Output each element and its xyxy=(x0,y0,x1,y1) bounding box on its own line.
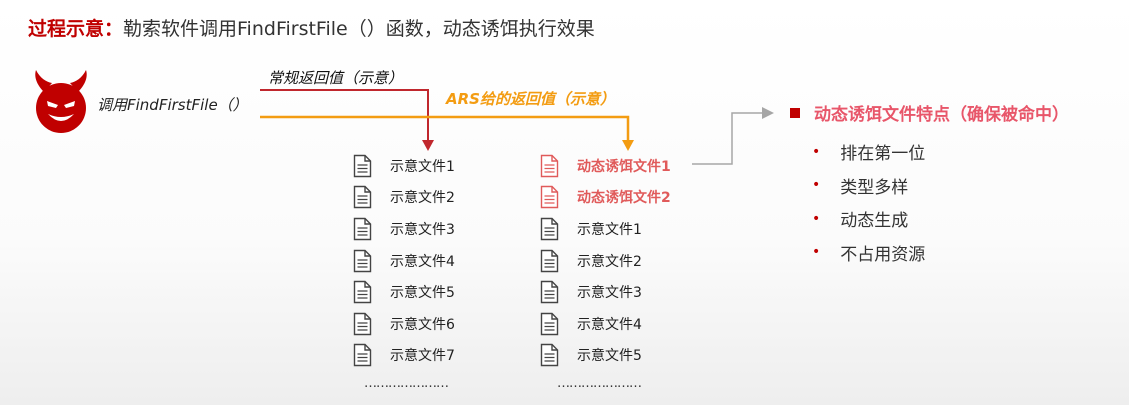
document-icon xyxy=(353,217,372,241)
bullet-icon: • xyxy=(812,177,821,194)
file-name: 示意文件3 xyxy=(577,285,642,302)
document-icon xyxy=(353,249,372,272)
feature-item-text: 不占用资源 xyxy=(840,244,926,265)
file-name: 示意文件5 xyxy=(390,285,455,302)
feature-connector-arrowhead xyxy=(762,107,774,119)
more-files-ellipsis: ………………… xyxy=(557,376,642,391)
feature-panel: 动态诱饵文件特点（确保被命中） • 排在第一位 • 类型多样 • 动态生成 • 不占用资… xyxy=(790,100,1069,269)
file-item: 示意文件2 xyxy=(540,245,671,277)
feature-title-text: 动态诱饵文件特点（确保被命中） xyxy=(814,105,1069,125)
file-name: 示意文件2 xyxy=(577,253,642,270)
bait-document-icon xyxy=(540,186,559,209)
file-item: 示意文件6 xyxy=(353,308,455,340)
normal-return-line xyxy=(260,89,429,140)
normal-return-arrowhead xyxy=(422,140,434,151)
file-item: 示意文件1 xyxy=(353,150,455,182)
document-icon xyxy=(540,249,559,272)
file-name: 示意文件4 xyxy=(577,316,642,333)
document-icon xyxy=(353,154,372,177)
bait-file-name: 动态诱饵文件2 xyxy=(577,190,671,207)
more-files-ellipsis: ………………… xyxy=(364,376,449,391)
file-item: 示意文件7 xyxy=(353,340,455,372)
bullet-icon: • xyxy=(812,244,821,261)
file-name: 示意文件4 xyxy=(390,253,455,270)
ars-return-arrowhead xyxy=(622,140,634,151)
feature-item-text: 动态生成 xyxy=(840,211,909,232)
file-item: 示意文件2 xyxy=(353,182,455,214)
feature-title: 动态诱饵文件特点（确保被命中） xyxy=(790,100,1069,125)
document-icon xyxy=(353,344,372,367)
file-item: 示意文件5 xyxy=(540,340,671,372)
normal-return-label: 常规返回值（示意） xyxy=(268,69,404,87)
file-item: 示意文件3 xyxy=(353,213,455,245)
ars-return-line xyxy=(260,115,630,140)
bait-document-icon xyxy=(540,154,559,177)
document-icon xyxy=(353,280,372,304)
document-icon xyxy=(540,280,559,304)
file-name: 示意文件2 xyxy=(390,190,455,207)
document-icon xyxy=(540,217,559,241)
bait-file-name: 动态诱饵文件1 xyxy=(577,158,671,175)
file-name: 示意文件6 xyxy=(390,316,455,333)
bait-file-item: 动态诱饵文件2 xyxy=(540,182,671,214)
feature-item: • 排在第一位 xyxy=(812,135,1069,169)
ars-file-list: 动态诱饵文件1 动态诱饵文件2 示意文件1 示意文件2 示意文件3 示意文件4 … xyxy=(540,150,671,371)
file-item: 示意文件1 xyxy=(540,213,671,245)
page-title: 过程示意：勒索软件调用FindFirstFile（）函数，动态诱饵执行效果 xyxy=(28,14,595,41)
feature-item: • 不占用资源 xyxy=(812,236,1069,270)
devil-icon xyxy=(35,70,87,133)
feature-list: • 排在第一位 • 类型多样 • 动态生成 • 不占用资源 xyxy=(790,135,1069,269)
file-item: 示意文件4 xyxy=(353,245,455,277)
bullet-icon: • xyxy=(812,143,821,160)
file-item: 示意文件4 xyxy=(540,308,671,340)
document-icon xyxy=(540,344,559,367)
bullet-icon: • xyxy=(812,210,821,227)
file-name: 示意文件1 xyxy=(577,221,642,238)
file-name: 示意文件7 xyxy=(390,348,455,365)
file-item: 示意文件3 xyxy=(540,276,671,308)
file-item: 示意文件5 xyxy=(353,276,455,308)
feature-item-text: 类型多样 xyxy=(840,177,909,198)
feature-item: • 动态生成 xyxy=(812,202,1069,236)
feature-connector-line xyxy=(692,112,762,165)
title-text: 勒索软件调用FindFirstFile（）函数，动态诱饵执行效果 xyxy=(123,18,595,40)
file-name: 示意文件3 xyxy=(390,221,455,238)
bait-file-item: 动态诱饵文件1 xyxy=(540,150,671,182)
file-name: 示意文件5 xyxy=(577,348,642,365)
feature-item-text: 排在第一位 xyxy=(840,144,926,165)
title-label: 过程示意： xyxy=(28,18,124,40)
call-label: 调用FindFirstFile（） xyxy=(97,96,248,114)
document-icon xyxy=(353,186,372,209)
document-icon xyxy=(353,312,372,335)
normal-file-list: 示意文件1 示意文件2 示意文件3 示意文件4 示意文件5 示意文件6 示意文件… xyxy=(353,150,455,371)
ars-return-label: ARS给的返回值（示意） xyxy=(446,90,615,108)
square-bullet-icon xyxy=(790,107,800,118)
file-name: 示意文件1 xyxy=(390,158,455,175)
document-icon xyxy=(540,312,559,335)
feature-item: • 类型多样 xyxy=(812,169,1069,203)
